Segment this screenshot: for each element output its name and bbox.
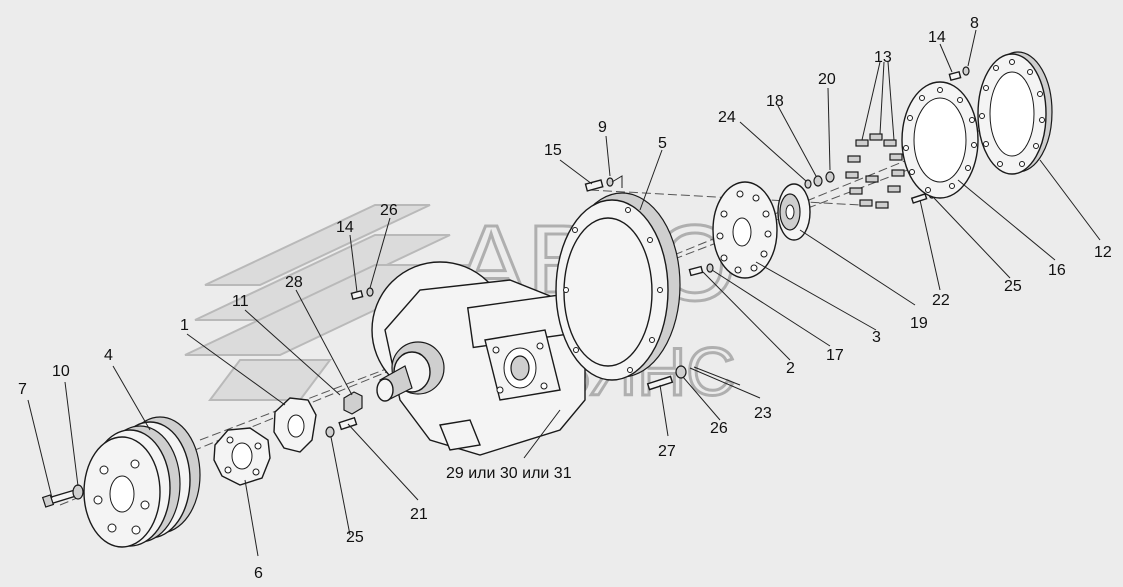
washer-26-left: [366, 287, 374, 297]
bolt-7: [41, 489, 77, 508]
callout-20: 20: [818, 71, 836, 88]
callout-14-left: 14: [336, 219, 354, 236]
callout-19: 19: [910, 315, 928, 332]
ring-24: [804, 179, 812, 189]
washer-25: [325, 426, 335, 438]
hub-19: [777, 183, 811, 241]
callout-21: 21: [410, 506, 428, 523]
flange-plate-6: [213, 427, 271, 486]
callout-8: 8: [970, 15, 979, 32]
callout-17: 17: [826, 347, 844, 364]
callout-23: 23: [754, 405, 772, 422]
coupling-disc-3: [712, 181, 778, 279]
callout-26-right: 26: [710, 420, 728, 437]
callout-28: 28: [285, 274, 303, 291]
bolt-14-left: [350, 289, 364, 301]
callout-10: 10: [52, 363, 70, 380]
callout-18: 18: [766, 93, 784, 110]
callout-2: 2: [786, 360, 795, 377]
callout-3: 3: [872, 329, 881, 346]
callout-6: 6: [254, 565, 263, 582]
pulley: [83, 416, 201, 548]
washer-8: [962, 66, 970, 76]
callout-12: 12: [1094, 244, 1112, 261]
callout-27: 27: [658, 443, 676, 460]
callout-26-left: 26: [380, 202, 398, 219]
callout-22: 22: [932, 292, 950, 309]
lock-plate-1: [273, 397, 317, 453]
bolt-21: [338, 416, 358, 431]
callout-25-left: 25: [346, 529, 364, 546]
callout-13: 13: [874, 49, 892, 66]
callout-14-right: 14: [928, 29, 946, 46]
callout-25-right: 25: [1004, 278, 1022, 295]
callout-7: 7: [18, 381, 27, 398]
callout-15: 15: [544, 142, 562, 159]
leader-lines: [27, 29, 1101, 557]
ring-18: [813, 175, 823, 187]
bolt-22: [910, 193, 928, 204]
bolt-15: [584, 179, 604, 192]
callout-24: 24: [718, 109, 736, 126]
callout-4: 4: [104, 347, 113, 364]
washer-26-right: [675, 365, 687, 379]
callout-16: 16: [1048, 262, 1066, 279]
ring-housing-5: [555, 192, 681, 381]
gearbox-housing: [371, 261, 586, 456]
callout-1: 1: [180, 317, 189, 334]
ring-plate-16: [901, 81, 979, 199]
nut-28: [343, 391, 363, 415]
callout-9: 9: [598, 119, 607, 136]
callout-29-30-31: 29 или 30 или 31: [446, 465, 572, 482]
washer-17: [706, 263, 714, 273]
callout-5: 5: [658, 135, 667, 152]
pin-27: [646, 375, 674, 391]
washer-10: [72, 484, 84, 500]
stud-array-13: [845, 133, 905, 209]
callouts: 7 10 4 1 11 28 14 26 6 25 21 29 или 30 и…: [18, 15, 1112, 582]
ring-flange-12: [977, 51, 1053, 175]
bolt-14-right: [948, 70, 962, 82]
ring-20: [825, 171, 835, 183]
washer-9: [606, 177, 614, 187]
callout-11: 11: [232, 293, 249, 310]
bolt-2: [688, 265, 704, 277]
